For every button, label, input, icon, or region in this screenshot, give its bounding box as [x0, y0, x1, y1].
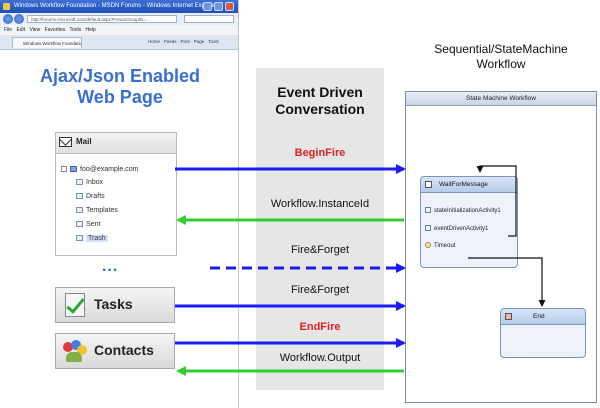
workflow-heading-line1: Sequential/StateMachine: [434, 42, 568, 56]
templates-icon: [76, 207, 83, 213]
browser-title-bar: Windows Workflow Foundation - MSDN Forum…: [0, 0, 238, 13]
more-items-ellipsis: ...: [102, 258, 119, 275]
middle-heading-line2: Conversation: [275, 101, 365, 117]
state-name: End: [533, 313, 545, 320]
folder-drafts[interactable]: Drafts: [76, 193, 105, 200]
activity-event-driven[interactable]: eventDrivenActivity1: [425, 225, 488, 232]
menu-bar[interactable]: File Edit View Favorites Tools Help: [0, 25, 238, 35]
activity-icon: [425, 225, 431, 231]
workflow-designer-header: State Machine Workflow: [406, 92, 596, 106]
envelope-icon: [59, 137, 72, 147]
state-icon: [425, 181, 432, 188]
account-icon: [70, 166, 77, 172]
back-icon[interactable]: [3, 14, 13, 24]
conversation-column: [256, 68, 384, 390]
message-label-fireforget-1: Fire&Forget: [290, 244, 350, 256]
message-label-fireforget-2: Fire&Forget: [290, 284, 350, 296]
tab-strip: Windows Workflow Foundation - MSDN Forum…: [0, 35, 238, 50]
activity-name: eventDrivenActivity1: [434, 226, 489, 232]
activity-timeout[interactable]: Timeout: [425, 242, 455, 249]
tasks-button[interactable]: Tasks: [55, 287, 175, 323]
connector-event-loop: [476, 165, 517, 237]
state-name: WaitForMessage: [439, 181, 488, 188]
browser-window: Windows Workflow Foundation - MSDN Forum…: [0, 0, 239, 408]
folder-label: Templates: [86, 207, 118, 214]
activity-state-initialization[interactable]: stateInitializationActivity1: [425, 207, 501, 214]
message-label-endfire: EndFire: [299, 321, 341, 333]
account-label: foo@example.com: [80, 166, 139, 173]
folder-label: Inbox: [86, 179, 104, 186]
sent-icon: [76, 221, 83, 227]
tasks-label: Tasks: [94, 296, 133, 312]
trash-icon: [76, 235, 83, 241]
url-input[interactable]: http://forums.microsoft.com/default.aspx…: [27, 15, 177, 23]
forward-icon[interactable]: [14, 14, 24, 24]
command-bar[interactable]: Home · Feeds · Print · Page · Tools: [148, 39, 219, 44]
folder-label: Drafts: [86, 193, 105, 200]
message-label-beginfire: BeginFire: [294, 147, 346, 159]
timer-icon: [425, 242, 431, 248]
minimize-icon[interactable]: [203, 2, 212, 11]
collapse-icon[interactable]: [61, 166, 67, 172]
mail-label: Mail: [76, 137, 92, 146]
connector-timeout-end: [468, 257, 546, 307]
activity-icon: [425, 207, 431, 213]
mail-panel: Mail foo@example.com Inbox Drafts Templa…: [55, 132, 177, 256]
state-waitformessage[interactable]: WaitForMessage stateInitializationActivi…: [420, 176, 518, 268]
folder-trash[interactable]: Trash: [76, 235, 108, 242]
state-end[interactable]: End: [500, 308, 586, 358]
folder-label: Trash: [86, 235, 108, 242]
middle-heading-line1: Event Driven: [277, 84, 363, 100]
folder-sent[interactable]: Sent: [76, 221, 100, 228]
drafts-icon: [76, 193, 83, 199]
workflow-heading-line2: Workflow: [476, 57, 526, 71]
left-heading-line1: Ajax/Json Enabled: [39, 66, 201, 86]
folder-templates[interactable]: Templates: [76, 207, 118, 214]
contacts-label: Contacts: [94, 342, 154, 358]
left-heading-line2: Web Page: [77, 87, 163, 107]
left-heading: Ajax/Json Enabled Web Page: [20, 66, 220, 108]
maximize-icon[interactable]: [214, 2, 223, 11]
activity-name: Timeout: [434, 243, 456, 249]
inbox-icon: [76, 179, 83, 185]
middle-heading: Event Driven Conversation: [256, 84, 384, 118]
search-input[interactable]: [184, 15, 234, 23]
state-header: End: [501, 309, 585, 325]
message-label-instanceid: Workflow.InstanceId: [270, 198, 370, 210]
checkmark-icon: [65, 293, 85, 317]
message-label-output: Workflow.Output: [279, 352, 361, 364]
mail-account[interactable]: foo@example.com: [61, 166, 138, 173]
workflow-heading: Sequential/StateMachine Workflow: [406, 42, 596, 72]
folder-inbox[interactable]: Inbox: [76, 179, 103, 186]
browser-window-title: Windows Workflow Foundation - MSDN Forum…: [14, 3, 217, 9]
contacts-button[interactable]: Contacts: [55, 333, 175, 369]
state-icon: [505, 313, 512, 320]
workflow-designer: State Machine Workflow WaitForMessage st…: [405, 91, 597, 403]
ie-icon: [3, 3, 10, 10]
state-header: WaitForMessage: [421, 177, 517, 193]
mail-header[interactable]: Mail: [56, 133, 176, 154]
browser-tab[interactable]: Windows Workflow Foundation - MSDN Forum…: [12, 37, 82, 48]
close-icon[interactable]: [225, 2, 234, 11]
folder-label: Sent: [86, 221, 101, 228]
activity-name: stateInitializationActivity1: [434, 208, 501, 214]
